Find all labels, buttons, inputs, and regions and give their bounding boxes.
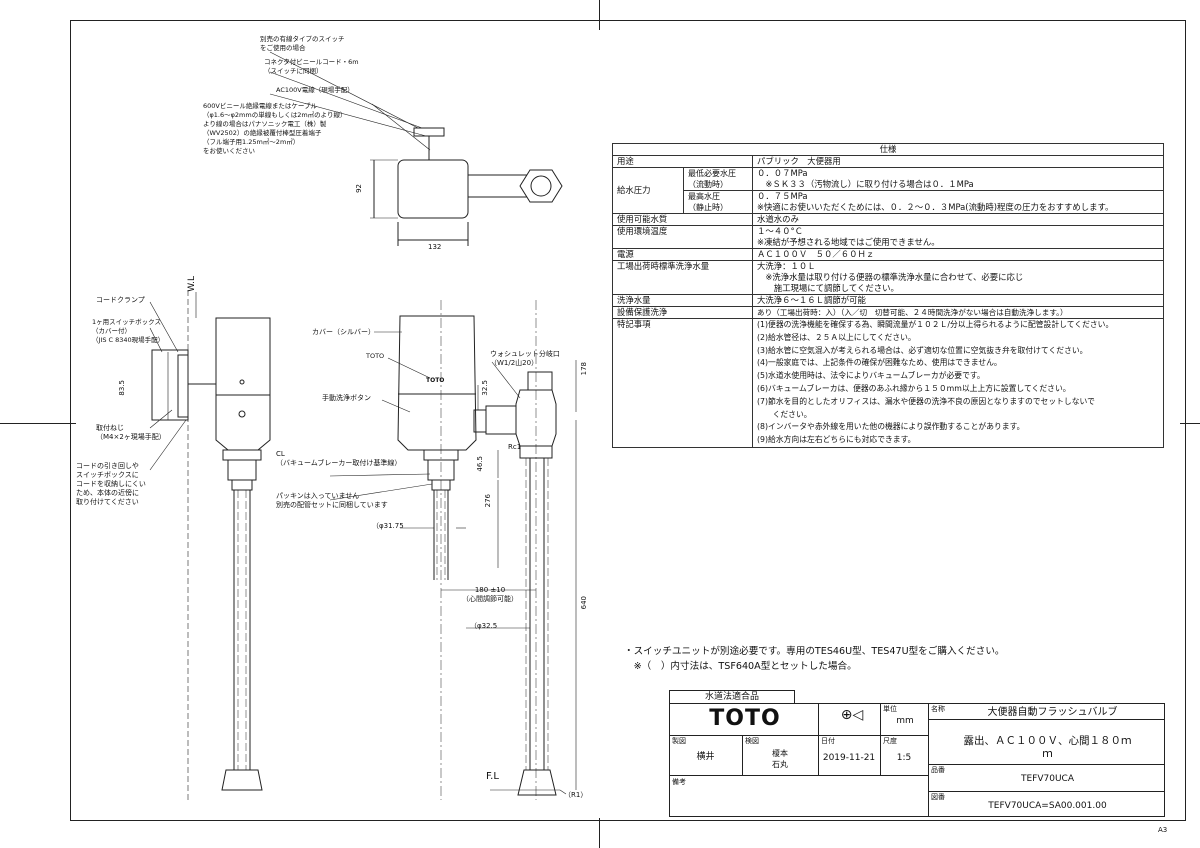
table-row: 最高水圧 （静止時） ０．７５MPa ※快適にお使いいただくためには、０．２～０…	[613, 190, 1164, 214]
table-row: 給水圧力 最低必要水圧 （流動時） ０．０７MPa ※ＳＫ３３（汚物流し）に取り…	[612, 167, 1164, 214]
dim-83-5: 83.5	[118, 380, 126, 396]
table-row: 用途 パブリック 大便器用	[612, 155, 1164, 168]
tb-line	[880, 703, 881, 775]
wl-label: W.L	[187, 276, 197, 292]
cord-note-callout: コードの引き回しや スイッチボックスに コードを収納しにくい ため、本体の近傍に…	[76, 462, 146, 506]
dim-92: 92	[355, 184, 363, 193]
product-name-1: 大便器自動フラッシュバルブ	[987, 707, 1118, 718]
cord-clamp-callout: コードクランプ	[96, 296, 145, 304]
dim-178: 178	[580, 362, 588, 376]
tb-line	[669, 775, 928, 776]
tb-line	[928, 791, 1165, 792]
note-line-2: ※（ ）内寸法は、TSF640A型とセットした場合。	[624, 661, 857, 672]
cord-callout: コネクタ付ビニールコード・6m （スイッチに同梱）	[264, 58, 359, 75]
dim-46-5: 46.5	[476, 456, 484, 472]
tb-line	[928, 764, 1165, 765]
product-name-2: 露出、ＡＣ１００Ｖ、心間１８０ｍ ｍ	[963, 735, 1132, 760]
cl-callout: CL （バキュームブレーカー取付け基準線）	[276, 450, 402, 467]
tb-line	[928, 703, 929, 817]
compliance-box: 水道法適合品	[669, 690, 795, 704]
scale-label: 尺度	[883, 737, 897, 745]
table-row: 電源 ＡＣ１００Ｖ ５０／６０Ｈｚ	[612, 248, 1164, 261]
rc1-label: Rc1	[508, 443, 522, 451]
dim-180: 180 ±10 （心間調節可能）	[462, 586, 518, 603]
fl-label: F.L	[486, 771, 499, 782]
dim-32-5-b: （φ32.5	[470, 622, 498, 630]
table-row: 使用環境温度 １～４０°Ｃ ※凍結が予想される地域ではご使用できません。	[612, 225, 1164, 249]
toto-label-callout: TOTO	[366, 352, 385, 360]
dim-32-5-a: 32.5	[481, 380, 489, 396]
tb-line	[669, 735, 928, 736]
crop-mark-bottom	[599, 818, 600, 848]
dim-r1: （R1）	[564, 791, 588, 799]
checked-label: 検図	[745, 737, 759, 745]
dim-640: 640	[580, 596, 588, 610]
power-line-callout: AC100V電線（現場手配）	[276, 86, 354, 94]
drawing-number: TEFV70UCA=SA00.001.00	[988, 801, 1107, 811]
unit-value: mm	[896, 716, 914, 726]
manual-button-callout: 手動洗浄ボタン	[322, 394, 371, 402]
table-row: 特記事項 (1)便器の洗浄機能を確保する為、瞬間流量が１０２Ｌ/分以上得られるよ…	[612, 318, 1164, 448]
drawn-label: 製図	[672, 737, 686, 745]
dim-276: 276	[484, 494, 492, 508]
crop-mark-top	[599, 0, 600, 30]
drawn-value: 横井	[696, 752, 715, 762]
table-row: 工場出荷時標準洗浄水量 大洗浄：１０Ｌ ※洗浄水量は取り付ける便器の標準洗浄水量…	[612, 260, 1164, 295]
crop-mark-left	[0, 423, 76, 424]
cover-callout: カバー（シルバー）	[312, 328, 375, 336]
title-block	[669, 703, 1165, 817]
logo-on-cover: TOTO	[426, 377, 445, 384]
table-row: 使用可能水質 水道水のみ	[612, 213, 1164, 226]
crop-mark-right	[1180, 423, 1200, 424]
name-label: 名称	[931, 705, 945, 713]
unit-label: 単位	[883, 705, 897, 713]
checked-value: 榎本 石丸	[772, 749, 788, 769]
table-row: 洗浄水量 大洗浄６～１６Ｌ調節が可能	[612, 294, 1164, 307]
table-row: 設備保護洗浄 あり（工場出荷時：入）（入／切 切替可能、２４時間洗浄がない場合は…	[612, 306, 1164, 319]
compliance-label: 水道法適合品	[704, 692, 759, 702]
scale-value: 1:5	[896, 753, 912, 763]
tb-line	[818, 735, 819, 775]
remarks-label: 備考	[672, 778, 686, 786]
tb-line	[928, 719, 1165, 720]
part-label: 品番	[931, 766, 945, 774]
note-line-1: ・スイッチユニットが別途必要です。専用のTES46U型、TES47U型をご購入く…	[624, 646, 1005, 657]
date-label: 日付	[821, 737, 835, 745]
switch-option-callout: 別売の有線タイプのスイッチ をご使用の場合	[260, 35, 345, 52]
packing-callout: パッキンは入っていません 別売の配管セットに同梱しています	[276, 492, 388, 509]
dim-31-75: （φ31.75	[372, 522, 404, 530]
title-logo: TOTO	[709, 706, 781, 731]
cable-spec-callout: 600Vビニール絶縁電線またはケーブル （φ1.6～φ2mmの単線もしくは2m㎡…	[203, 102, 347, 155]
drawing-frame	[70, 20, 1186, 821]
projection-symbol-icon: ⊕◁	[840, 707, 864, 723]
switch-box-callout: 1ヶ用スイッチボックス （カバー付） （JIS C 8340現場手配）	[92, 318, 165, 344]
spec-title: 仕様	[612, 143, 1164, 156]
tb-line	[818, 703, 819, 735]
spec-table: 仕様 用途 パブリック 大便器用 給水圧力 最低必要水圧 （流動時） ０．０７M…	[612, 143, 1164, 448]
dim-132: 132	[428, 243, 442, 251]
tb-line	[742, 735, 743, 775]
drawing-label: 図番	[931, 793, 945, 801]
sheet-size: A3	[1158, 826, 1168, 834]
mount-screw-callout: 取付ねじ （M4×2ヶ現場手配）	[96, 424, 166, 441]
date-value: 2019-11-21	[822, 753, 876, 763]
part-value: TEFV70UCA	[1021, 774, 1074, 784]
washlet-outlet-callout: ウォシュレット分岐口 （W1/2山20）	[490, 350, 560, 367]
